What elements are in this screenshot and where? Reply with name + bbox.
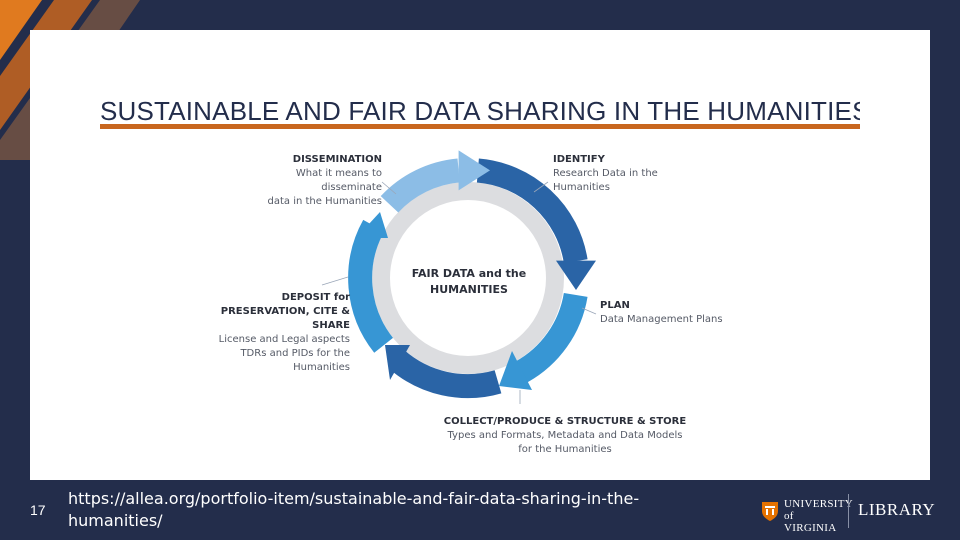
diagram-center-label: FAIR DATA and the HUMANITIES [411, 267, 527, 296]
cycle-arc-dissemination [380, 158, 461, 213]
library-wordmark: LIBRARY [858, 500, 936, 519]
stage-identify: IDENTIFY Research Data in the Humanities [553, 153, 683, 195]
slide-title: SUSTAINABLE AND FAIR DATA SHARING IN THE… [100, 96, 860, 126]
arrowhead-identify [458, 150, 490, 191]
arrowhead-collect [499, 351, 532, 390]
stage-collect: COLLECT/PRODUCE & STRUCTURE & STORE Type… [430, 415, 700, 457]
pointer-dissemination [381, 181, 397, 195]
stage-deposit-line: License and Legal aspects [218, 334, 350, 345]
stage-plan-heading: PLAN [600, 300, 630, 311]
stage-dissemination-line: What it means to disseminate [295, 168, 382, 193]
pointer-deposit [321, 276, 349, 286]
arrowhead-deposit [385, 345, 410, 380]
stage-deposit-line: Humanities [293, 362, 350, 373]
pointer-identify [533, 181, 549, 193]
cycle-arc-plan [514, 292, 588, 383]
stage-dissemination-heading: DISSEMINATION [292, 154, 382, 165]
slide-content-panel [30, 30, 930, 480]
uva-library-logo: UNIVERSITY of VIRGINIA LIBRARY [760, 492, 940, 534]
pointer-plan [581, 307, 597, 315]
stage-dissemination: DISSEMINATION What it means to dissemina… [232, 153, 383, 209]
stage-deposit-line: TDRs and PIDs for the [240, 348, 350, 359]
cycle-arc-identify [476, 158, 588, 264]
rotunda-shield-icon [762, 502, 778, 521]
arrowhead-dissemination [356, 212, 388, 238]
stage-plan: PLAN Data Management Plans [600, 299, 740, 327]
stage-deposit: DEPOSIT for PRESERVATION, CITE & SHARE L… [205, 291, 350, 375]
stage-identify-line: Research Data in the [553, 168, 658, 179]
arrowhead-plan [556, 260, 596, 290]
university-name: UNIVERSITY of VIRGINIA [784, 498, 853, 534]
stage-collect-heading: COLLECT/PRODUCE & STRUCTURE & STORE [443, 416, 687, 427]
cycle-arc-collect [388, 350, 502, 399]
stage-deposit-heading: DEPOSIT for PRESERVATION, CITE & SHARE [220, 292, 350, 331]
stage-identify-heading: IDENTIFY [553, 154, 605, 165]
stage-identify-line: Humanities [553, 182, 610, 193]
inner-ring [372, 182, 564, 374]
stage-plan-line: Data Management Plans [600, 314, 723, 325]
stage-collect-line: for the Humanities [518, 444, 612, 455]
title-underline [100, 124, 860, 129]
slide-number: 17 [30, 502, 46, 518]
stage-dissemination-line: data in the Humanities [267, 196, 383, 207]
cycle-arc-deposit [348, 219, 394, 353]
logo-divider [848, 494, 849, 528]
source-link[interactable]: https://allea.org/portfolio-item/sustain… [68, 489, 640, 530]
stage-collect-line: Types and Formats, Metadata and Data Mod… [447, 430, 683, 441]
